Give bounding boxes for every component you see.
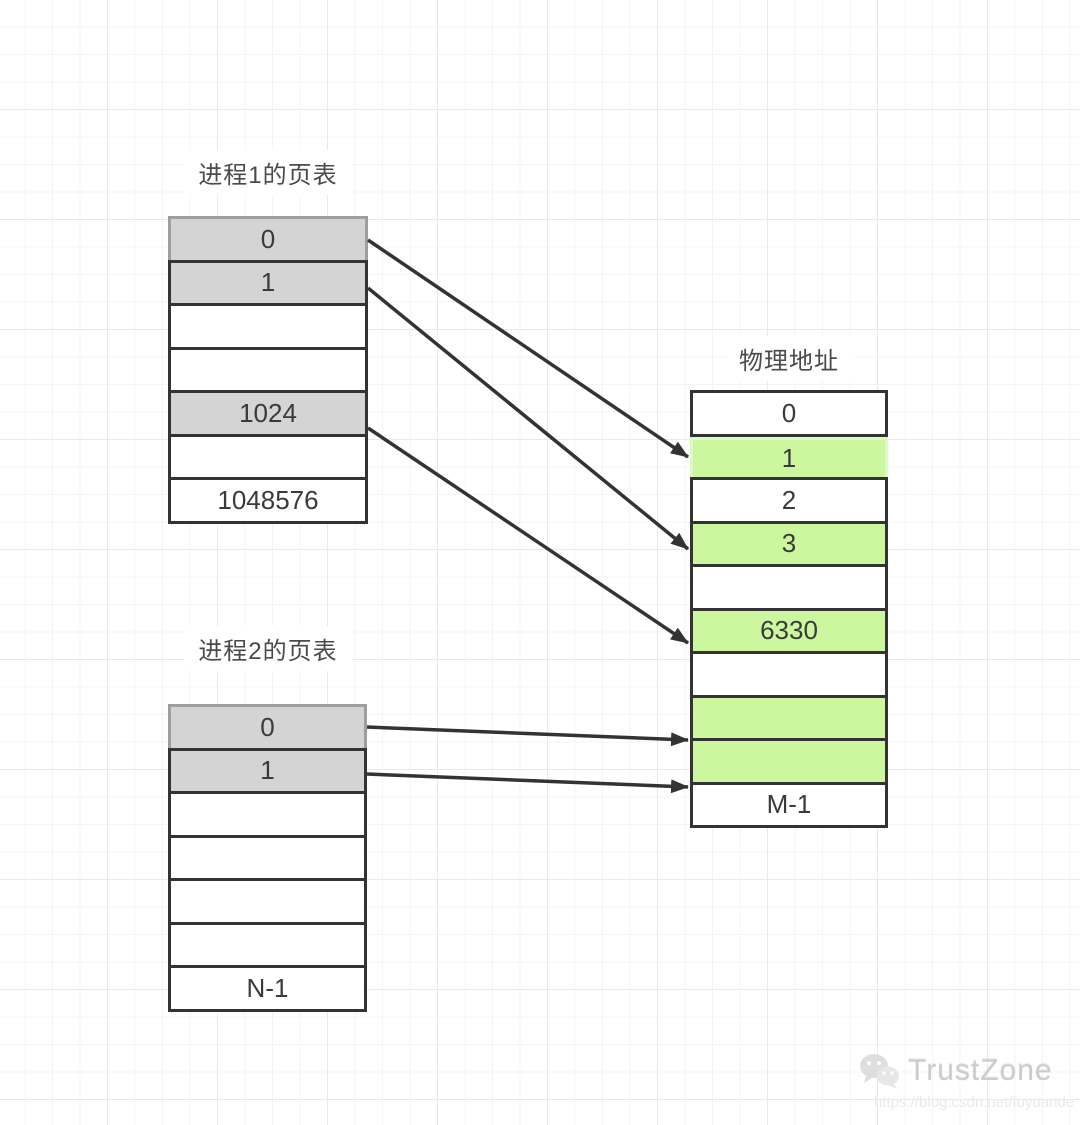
mapping-arrow <box>366 725 689 747</box>
table-cell <box>168 346 368 393</box>
mapping-arrow <box>367 238 689 459</box>
table-cell <box>168 878 367 925</box>
watermark-brand: TrustZone <box>908 1054 1053 1087</box>
mapping-arrow <box>366 772 689 794</box>
process1-table-title: 进程1的页表 <box>168 150 368 195</box>
table-cell <box>168 433 368 480</box>
mapping-arrow <box>366 286 690 551</box>
table-cell: 6330 <box>690 607 888 654</box>
table-cell <box>690 738 888 785</box>
process2-table-title: 进程2的页表 <box>168 626 368 671</box>
table-cell: M-1 <box>690 781 888 828</box>
table-cell <box>168 791 367 838</box>
table-cell: 0 <box>690 390 888 437</box>
table-cell <box>690 651 888 698</box>
table-cell <box>168 921 367 968</box>
watermark: TrustZone https://blog.csdn.net/fuyuande <box>858 1052 1075 1111</box>
table-cell <box>690 694 888 741</box>
table-cell: 1 <box>690 436 888 480</box>
table-cell: 0 <box>168 216 368 263</box>
watermark-url: https://blog.csdn.net/fuyuande <box>874 1094 1075 1111</box>
table-cell: 1048576 <box>168 477 368 524</box>
table-cell <box>168 303 368 350</box>
table-cell: 1 <box>168 747 367 794</box>
physical-address-title: 物理地址 <box>690 336 888 381</box>
table-cell: 1 <box>168 259 368 306</box>
table-cell: N-1 <box>168 965 367 1012</box>
table-cell: 1024 <box>168 390 368 437</box>
table-cell: 2 <box>690 477 888 524</box>
table-cell: 3 <box>690 520 888 567</box>
wechat-icon <box>860 1054 899 1089</box>
table-cell <box>690 564 888 611</box>
mapping-arrow <box>367 426 689 645</box>
table-cell: 0 <box>168 704 367 751</box>
table-cell <box>168 834 367 881</box>
